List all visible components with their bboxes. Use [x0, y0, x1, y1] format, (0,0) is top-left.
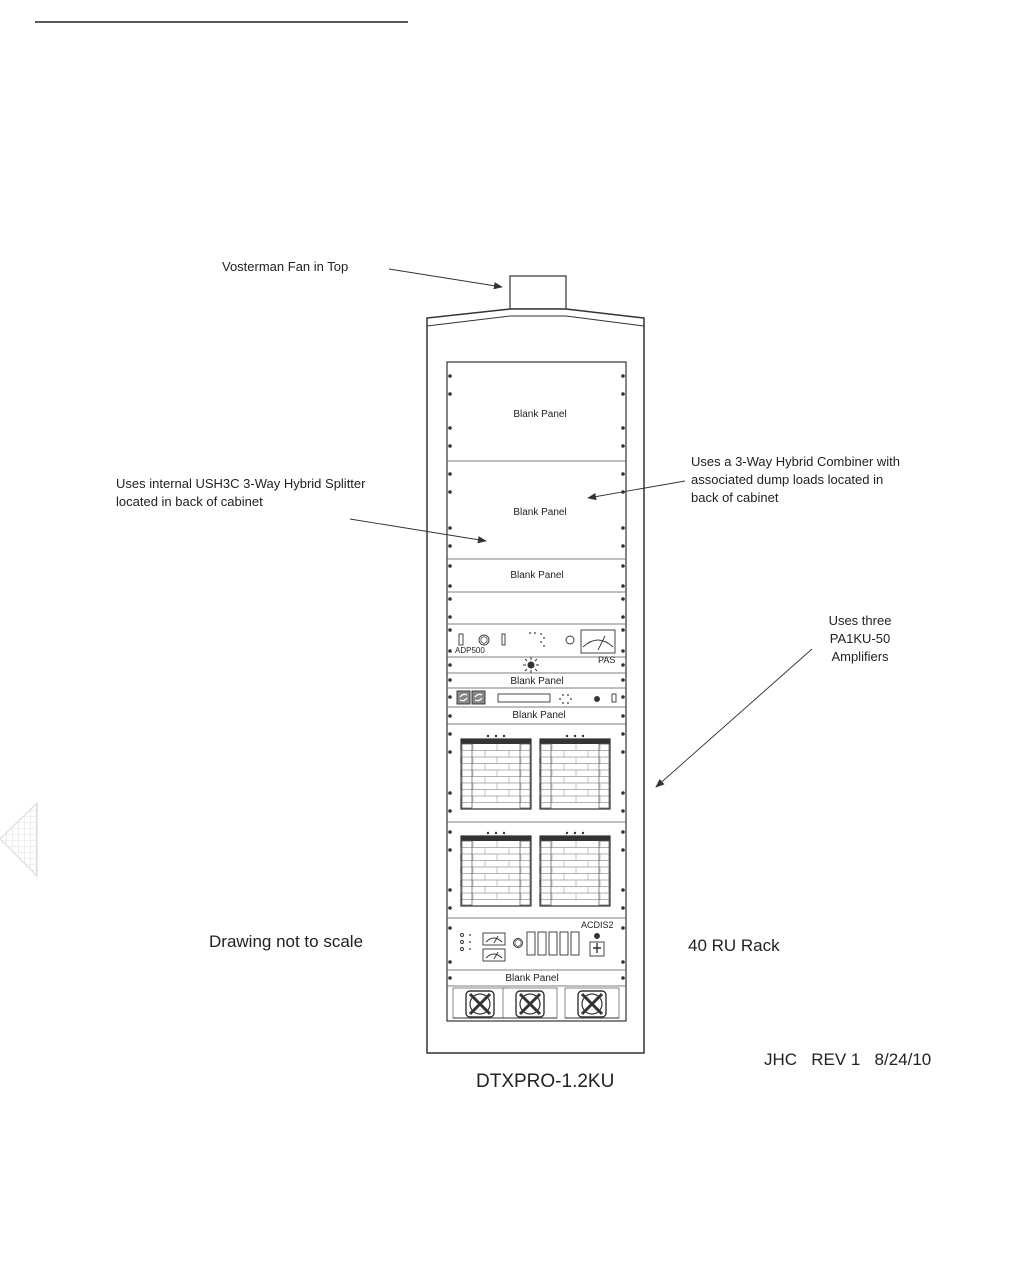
top-fan-box [509, 275, 567, 310]
amplifiers-annotation-line-2: PA1KU-50 [829, 631, 891, 646]
bottom-fan-icons [452, 987, 620, 1019]
arrow-fan [388, 268, 503, 290]
blank-panel-5-label: Blank Panel [512, 710, 566, 721]
not-to-scale-note: Drawing not to scale [209, 932, 364, 951]
adp500-label: ADP500 [455, 646, 485, 655]
amplifiers-annotation-line-1: Uses three [828, 613, 892, 628]
blank-panel-4-label: Blank Panel [510, 676, 564, 687]
model-title: DTXPRO-1.2KU [476, 1071, 615, 1092]
controller-panel [456, 690, 617, 705]
splitter-annotation-line-2: located in back of cabinet [116, 494, 263, 509]
indicator-light-icon [523, 657, 539, 673]
combiner-annotation-line-3: back of cabinet [691, 490, 779, 505]
amplifier-grille [460, 734, 532, 810]
amplifier-modules [460, 734, 611, 907]
fan-annotation: Vosterman Fan in Top [222, 259, 349, 274]
blank-panel-3-label: Blank Panel [510, 570, 564, 581]
adp-pas-panel [458, 629, 616, 654]
amplifier-grille [460, 831, 532, 907]
splitter-annotation-line-1: Uses internal USH3C 3-Way Hybrid Splitte… [116, 476, 366, 491]
amplifier-grille [539, 734, 611, 810]
arrow-amplifiers [655, 648, 813, 788]
page-nav-tab [0, 801, 38, 878]
amplifier-grille [539, 831, 611, 907]
arrow-splitter [349, 518, 487, 544]
pas-label: PAS [598, 655, 616, 665]
combiner-annotation-line-1: Uses a 3-Way Hybrid Combiner with [691, 454, 901, 469]
cabinet-roof-line [426, 315, 645, 327]
acdis-panel [460, 931, 605, 962]
amplifiers-annotation-line-3: Amplifiers [831, 649, 889, 664]
combiner-annotation-line-2: associated dump loads located in [691, 472, 884, 487]
rack-size-note: 40 RU Rack [688, 936, 780, 955]
arrow-combiner [587, 480, 686, 501]
blank-panel-1-label: Blank Panel [513, 409, 567, 420]
revision-note: JHC REV 1 8/24/10 [764, 1050, 932, 1069]
blank-panel-2-label: Blank Panel [513, 507, 567, 518]
fan-icon [502, 987, 558, 1019]
fan-icon [564, 987, 620, 1019]
blank-panel-6-label: Blank Panel [505, 973, 559, 984]
acdis2-label: ACDIS2 [581, 920, 614, 930]
fan-icon [452, 987, 508, 1019]
